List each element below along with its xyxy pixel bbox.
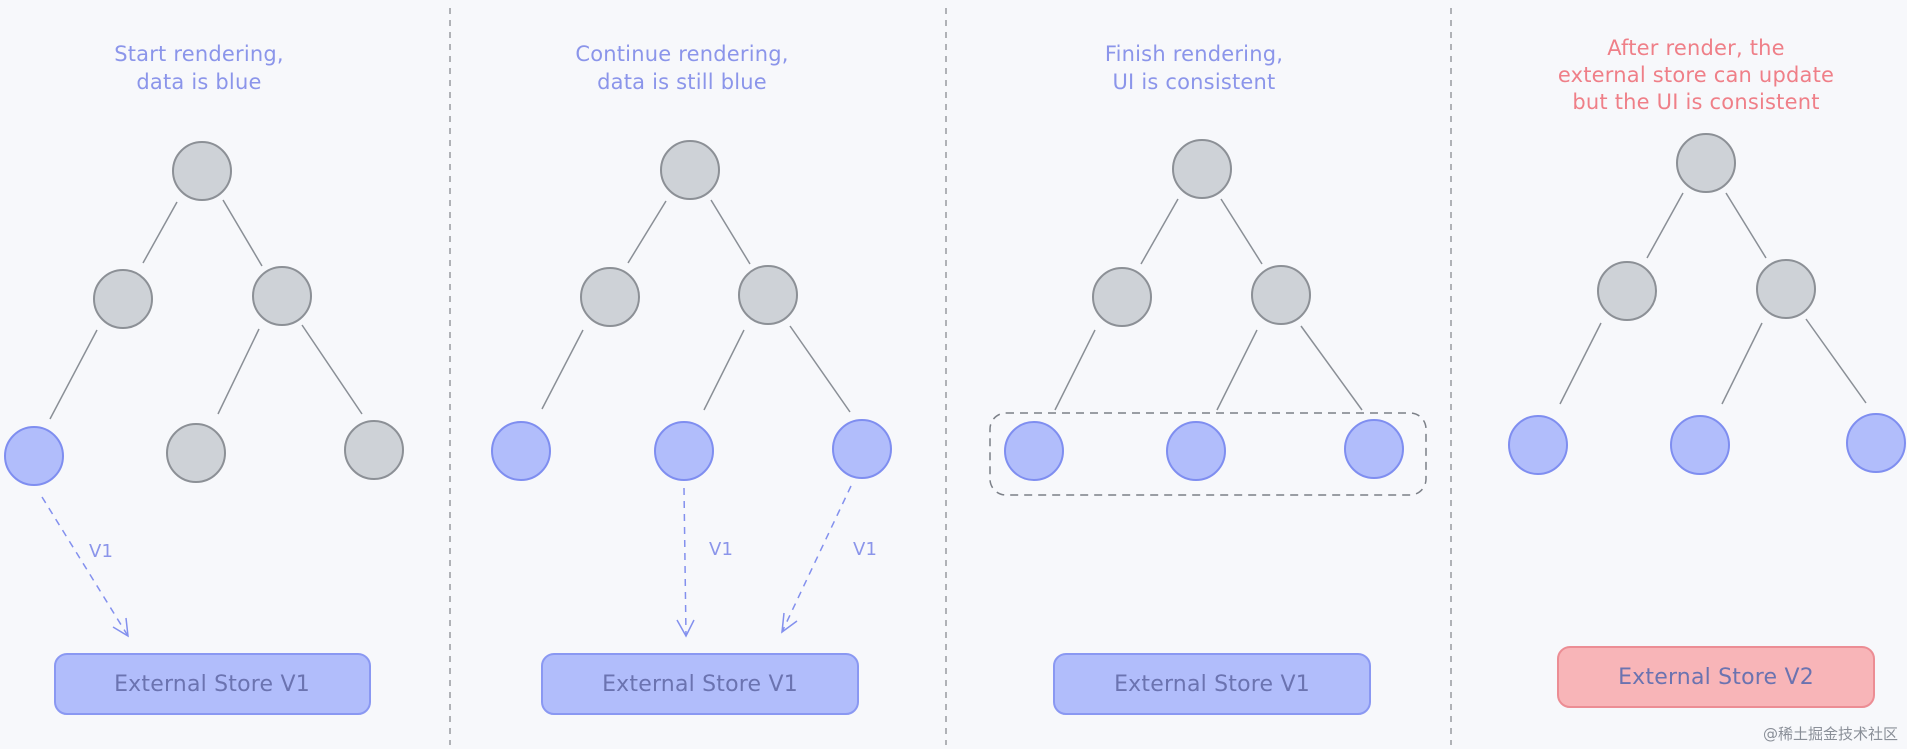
arrow-label-v1: V1 [709,539,733,560]
tree-leaf-node-blue [1344,419,1404,479]
panel-3-caption-line-2: UI is consistent [1112,70,1275,94]
tree-inner-node [580,267,640,327]
read-arrow [683,487,687,637]
panel-4: After render, the external store can upd… [1508,36,1906,708]
panel-2-caption-line-1: Continue rendering, [575,42,788,66]
tree-edge [710,199,751,265]
external-store-box [541,653,859,715]
tree-leaf-node-gray [344,420,404,480]
read-arrow-head [676,619,695,638]
panel-1: Start rendering, data is blue V1 Externa… [4,42,404,715]
tree-leaf-node-blue [4,426,64,486]
arrow-label-v1: V1 [853,539,877,560]
tree-root-node [1172,139,1232,199]
tree-edge [789,325,851,413]
tree-edge [1054,329,1096,411]
panel-2: Continue rendering, data is still blue V… [491,42,892,715]
tree-leaf-node-blue [491,421,551,481]
panel-1-caption-line-1: Start rendering, [114,42,284,66]
panel-3: Finish rendering, UI is consistent Exter… [989,42,1427,715]
tree-leaf-node-gray [166,423,226,483]
panel-1-caption-line-2: data is blue [136,70,261,94]
tree-root-node [660,140,720,200]
panel-3-tree [989,139,1427,496]
tree-edge [1220,198,1263,265]
read-arrow [41,496,129,637]
tree-edge [1300,325,1363,411]
watermark: @稀土掘金技术社区 [1763,725,1898,743]
external-store-box [54,653,371,715]
tree-edge [217,328,260,415]
tree-edge [1559,322,1602,405]
tree-root-node [172,141,232,201]
read-arrow-head [112,617,129,638]
tree-edge [1805,318,1867,404]
tree-edge [142,201,178,264]
consistent-leaves-group [989,412,1427,496]
tree-leaf-node-blue [1670,415,1730,475]
tree-leaf-node-blue [1846,413,1906,473]
tree-edge [1721,322,1763,405]
tree-inner-node [1597,261,1657,321]
tree-edge [49,329,98,420]
panel-1-tree [4,141,404,486]
tree-inner-node [1756,259,1816,319]
tree-inner-node [93,269,153,329]
tree-root-node [1676,133,1736,193]
panel-2-tree [491,140,892,481]
external-store-label: External Store V1 [1114,672,1310,697]
tree-inner-node [738,265,798,325]
tree-edge [1646,192,1684,259]
external-store-box [1053,653,1371,715]
panel-4-caption-line-2: external store can update [1558,63,1834,87]
tree-inner-node [252,266,312,326]
tree-leaf-node-blue [1166,421,1226,481]
tree-edge [1725,192,1767,259]
tree-edge [541,329,584,410]
tree-edge [703,329,745,411]
tree-leaf-node-blue [654,421,714,481]
tree-edge [1216,329,1258,411]
tree-inner-node [1251,265,1311,325]
tree-edge [1140,198,1179,265]
read-arrow-head [781,612,798,634]
tree-edge [627,200,667,264]
tree-leaf-node-blue [832,419,892,479]
external-store-label: External Store V1 [602,672,798,697]
panel-4-caption-line-3: but the UI is consistent [1572,90,1819,114]
external-store-label: External Store V2 [1618,665,1814,690]
external-store-label: External Store V1 [114,672,310,697]
read-arrow [781,485,852,633]
external-store-box [1557,646,1875,708]
panel-3-caption-line-1: Finish rendering, [1105,42,1283,66]
tree-leaf-node-blue [1004,421,1064,481]
panel-4-tree [1508,133,1906,475]
arrow-label-v1: V1 [89,541,113,562]
tree-leaf-node-blue [1508,415,1568,475]
tree-inner-node [1092,267,1152,327]
tree-edge [301,324,363,415]
panel-2-caption-line-2: data is still blue [597,70,767,94]
panel-4-caption-line-1: After render, the [1607,36,1785,60]
tree-edge [222,199,263,267]
